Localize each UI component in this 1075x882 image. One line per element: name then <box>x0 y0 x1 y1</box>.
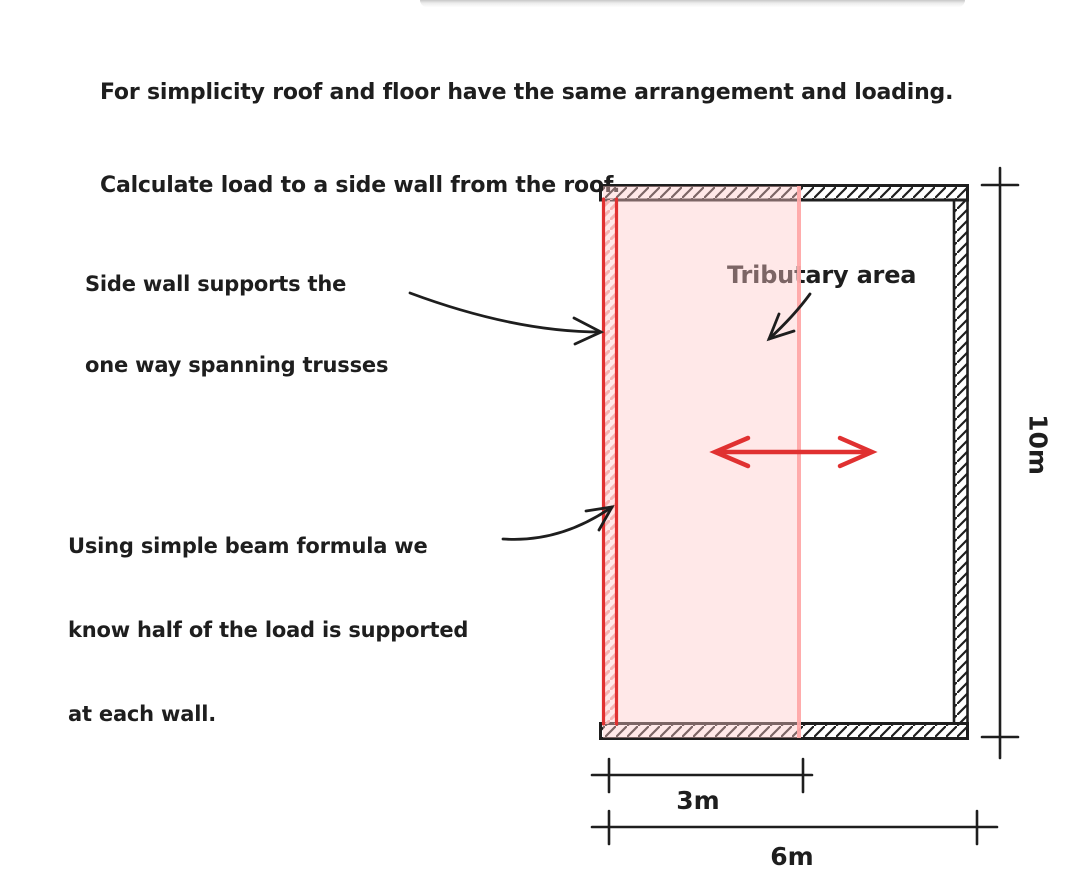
problem-statement-line2: Calculate load to a side wall from the r… <box>100 173 621 198</box>
bottom-wall <box>599 722 969 740</box>
dimension-label-3m: 3m <box>676 786 720 815</box>
tributary-area-fill <box>603 186 801 738</box>
cropped-toolbar-shadow <box>420 0 965 7</box>
note-side-wall-line2: one way spanning trusses <box>85 353 389 377</box>
top-wall <box>599 184 969 202</box>
side-wall-red <box>601 197 619 726</box>
dimension-3m <box>590 757 814 794</box>
problem-statement: For simplicity roof and floor have the s… <box>100 15 953 263</box>
leader-arrow-tributary-icon <box>766 292 812 342</box>
span-double-arrow-icon <box>709 435 878 469</box>
note-side-wall: Side wall supports the one way spanning … <box>85 217 388 433</box>
leader-arrow-side-wall-icon <box>408 291 605 346</box>
dimension-6m <box>590 809 999 846</box>
note-beam-formula-line3: at each wall. <box>68 702 216 726</box>
leader-arrow-beam-formula-icon <box>501 505 615 541</box>
dimension-label-6m: 6m <box>770 842 814 871</box>
dimension-10m <box>980 166 1020 760</box>
tributary-area-label: Tributary area <box>727 261 917 289</box>
note-side-wall-line1: Side wall supports the <box>85 272 347 296</box>
right-wall <box>952 198 969 725</box>
note-beam-formula-line1: Using simple beam formula we <box>68 534 428 558</box>
note-beam-formula-line2: know half of the load is supported <box>68 618 469 642</box>
note-beam-formula: Using simple beam formula we know half o… <box>68 476 468 784</box>
problem-statement-line1: For simplicity roof and floor have the s… <box>100 80 954 105</box>
